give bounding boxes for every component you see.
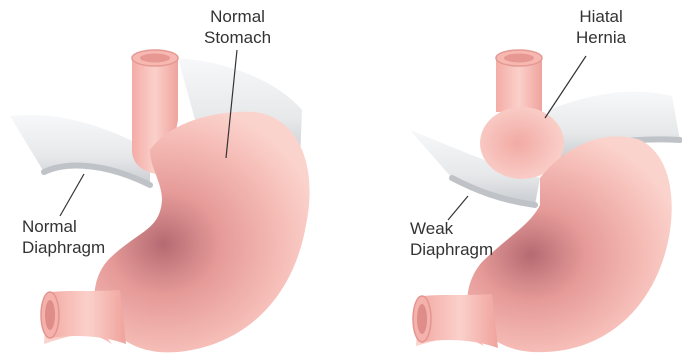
weak-diaphragm-label: Weak Diaphragm	[410, 218, 493, 260]
normal-panel	[10, 50, 310, 352]
normal-diaphragm-leader	[60, 174, 84, 216]
hernia-duodenum	[422, 294, 498, 348]
normal-stomach-label: Normal Stomach	[204, 6, 271, 48]
normal-duodenum	[50, 290, 126, 344]
weak-diaphragm-leader	[448, 196, 468, 220]
hernia-panel	[410, 50, 680, 352]
hiatal-hernia-label: Hiatal Hernia	[576, 6, 626, 48]
normal-diaphragm-label: Normal Diaphragm	[22, 216, 105, 258]
